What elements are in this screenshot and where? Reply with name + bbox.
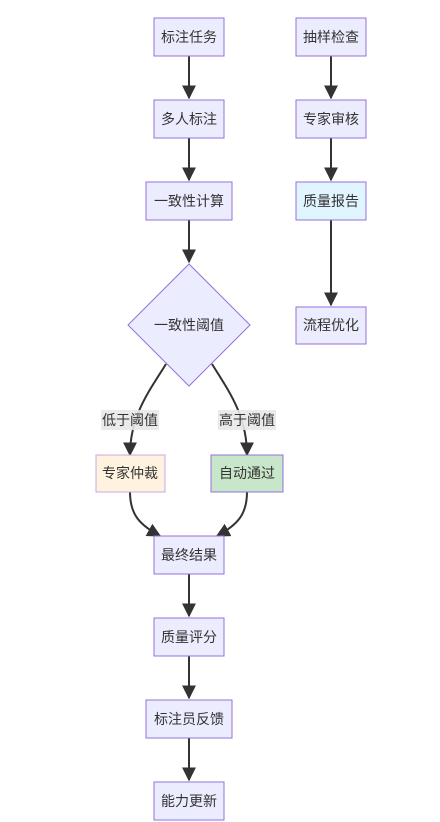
node-quality-report-text: 质量报告 (303, 194, 359, 210)
node-labeler-feedback: 标注员反馈 (145, 699, 233, 739)
node-consistency-calc: 一致性计算 (145, 181, 233, 221)
node-auto-pass-text: 自动通过 (219, 466, 275, 482)
edges (123, 56, 338, 782)
node-multi-label-text: 多人标注 (161, 111, 217, 128)
node-consistency-threshold-text: 一致性阈值 (154, 318, 224, 334)
node-label-task: 标注任务 (153, 17, 225, 57)
node-expert-arbitration: 专家仲裁 (95, 454, 166, 493)
node-process-optimize-text: 流程优化 (303, 318, 359, 334)
node-consistency-calc-text: 一致性计算 (154, 194, 224, 210)
node-ability-update: 能力更新 (153, 781, 225, 821)
node-labeler-feedback-text: 标注员反馈 (154, 712, 224, 728)
edge-label-below-threshold: 低于阈值 (102, 413, 158, 429)
node-expert-review-text: 专家审核 (303, 111, 359, 128)
node-quality-score: 质量评分 (153, 617, 225, 657)
edge-arbitration-to-final (129, 491, 162, 537)
node-process-optimize: 流程优化 (295, 306, 367, 345)
node-sampling-check-text: 抽样检查 (303, 30, 359, 46)
node-quality-report: 质量报告 (295, 181, 367, 221)
node-expert-arbitration-text: 专家仲裁 (102, 465, 158, 482)
edge-label-above-threshold: 高于阈值 (219, 412, 275, 429)
node-multi-label: 多人标注 (153, 99, 225, 139)
node-quality-score-text: 质量评分 (161, 630, 217, 646)
edge-threshold-to-auto-pass (211, 363, 254, 457)
node-final-result: 最终结果 (153, 535, 225, 575)
node-label-task-text: 标注任务 (161, 30, 217, 46)
edge-label-below: 低于阈值 (101, 410, 159, 430)
edge-auto-pass-to-final (215, 491, 248, 537)
node-final-result-text: 最终结果 (161, 548, 217, 564)
node-expert-review: 专家审核 (295, 99, 367, 139)
edge-label-above: 高于阈值 (218, 410, 276, 430)
node-auto-pass: 自动通过 (210, 454, 284, 493)
node-ability-update-text: 能力更新 (161, 794, 217, 810)
node-sampling-check: 抽样检查 (295, 17, 367, 57)
node-consistency-threshold: 一致性阈值 (127, 263, 251, 387)
edge-threshold-to-arbitration (123, 363, 167, 457)
